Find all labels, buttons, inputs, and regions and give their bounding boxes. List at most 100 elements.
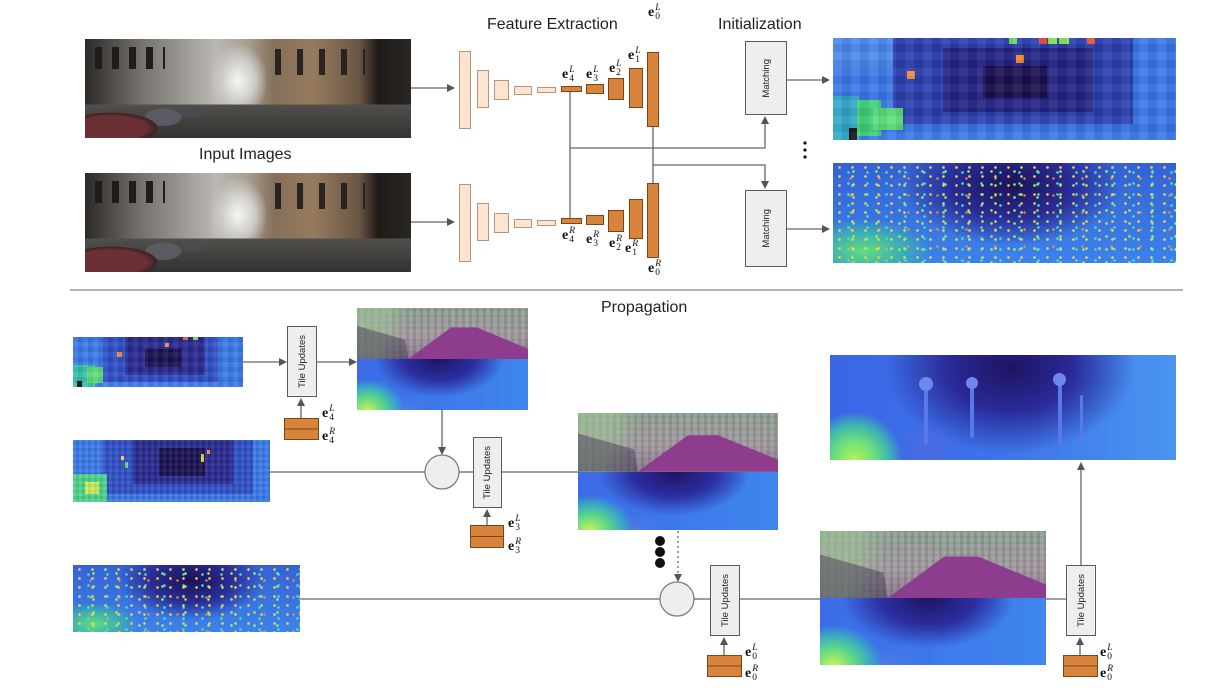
matching-box-fine: Matching bbox=[745, 190, 787, 267]
label-subscript: 3 bbox=[593, 74, 598, 84]
ellipsis-dot bbox=[803, 141, 807, 145]
tile-updates-label: Tile Updates bbox=[1075, 574, 1087, 627]
tile-updates-box-1: Tile Updates bbox=[287, 326, 317, 397]
label-base: e bbox=[508, 516, 515, 531]
label-subscript: 3 bbox=[515, 546, 520, 556]
label-superscript: R bbox=[1107, 664, 1114, 674]
label-subscript: 3 bbox=[515, 523, 520, 533]
label-superscript: L bbox=[616, 59, 622, 69]
label-superscript: R bbox=[655, 259, 662, 269]
label-base: e bbox=[628, 48, 635, 63]
arrowhead bbox=[761, 116, 769, 124]
label-base: e bbox=[586, 232, 593, 247]
label-subscript: 0 bbox=[655, 268, 660, 278]
tile-updates-label: Tile Updates bbox=[719, 574, 731, 627]
disparity-map-half bbox=[820, 598, 1046, 665]
label-base: e bbox=[508, 539, 515, 554]
feature-e2-left bbox=[608, 78, 624, 100]
label-superscript: L bbox=[752, 643, 758, 653]
label-base: e bbox=[745, 666, 752, 681]
encoder-layer-5 bbox=[537, 220, 556, 226]
pole-shape bbox=[924, 385, 928, 445]
feature-e3-left bbox=[586, 84, 604, 94]
encoder-layer-3 bbox=[494, 80, 509, 100]
arrowhead bbox=[1076, 637, 1084, 645]
feature-map-half bbox=[820, 531, 1046, 598]
tile-updates-box-4: Tile Updates bbox=[1066, 565, 1096, 636]
e4-to-matching-line bbox=[570, 123, 766, 149]
feature-e0-left bbox=[647, 52, 659, 127]
final-disparity-map bbox=[830, 355, 1176, 460]
label-superscript: R bbox=[752, 664, 759, 674]
merge-node-1 bbox=[424, 454, 460, 490]
encoder-layer-4 bbox=[514, 219, 532, 228]
tile-updates-label: Tile Updates bbox=[296, 335, 308, 388]
init-hypothesis-level-0 bbox=[73, 565, 300, 632]
arrowhead bbox=[822, 76, 830, 84]
disparity-map-half bbox=[357, 359, 528, 410]
label-subscript: 4 bbox=[329, 413, 334, 423]
init-hypothesis-level-4 bbox=[73, 337, 243, 387]
feature-e1-right bbox=[629, 199, 643, 239]
label-subscript: 0 bbox=[1107, 673, 1112, 683]
label-base: e bbox=[1100, 645, 1107, 660]
vertical-ellipsis bbox=[803, 141, 807, 159]
label-base: e bbox=[562, 67, 569, 82]
arrowhead bbox=[438, 447, 446, 455]
input-images-label: Input Images bbox=[199, 146, 292, 163]
sign-shape bbox=[1053, 373, 1066, 386]
propagation-title: Propagation bbox=[601, 299, 688, 316]
propagated-output-level-0 bbox=[820, 531, 1046, 665]
label-subscript: 4 bbox=[569, 74, 574, 84]
feature-pair-bar-4 bbox=[1063, 655, 1098, 677]
arrowhead bbox=[447, 218, 455, 226]
pole-shape bbox=[1058, 381, 1062, 445]
label-superscript: R bbox=[515, 537, 522, 547]
label-subscript: 2 bbox=[616, 243, 621, 253]
label-subscript: 0 bbox=[1107, 652, 1112, 662]
pole-shape bbox=[1080, 395, 1083, 445]
tile-updates-label: Tile Updates bbox=[482, 446, 493, 499]
label-superscript: L bbox=[635, 46, 641, 56]
label-superscript: L bbox=[655, 3, 661, 13]
label-superscript: R bbox=[593, 230, 600, 240]
label-subscript: 0 bbox=[752, 673, 757, 683]
encoder-layer-3 bbox=[494, 213, 509, 233]
arrowhead bbox=[297, 398, 305, 406]
arrowhead bbox=[349, 358, 357, 366]
label-superscript: L bbox=[515, 514, 521, 524]
label-base: e bbox=[586, 67, 593, 82]
label-base: e bbox=[1100, 666, 1107, 681]
sign-shape bbox=[919, 377, 933, 391]
encoder-layer-5 bbox=[537, 87, 556, 93]
arrowhead bbox=[279, 358, 287, 366]
label-superscript: R bbox=[569, 226, 576, 236]
label-subscript: 4 bbox=[329, 436, 334, 446]
label-subscript: 0 bbox=[655, 12, 660, 22]
disparity-map-half bbox=[578, 471, 778, 530]
initial-disparity-fine bbox=[833, 163, 1176, 263]
label-base: e bbox=[322, 406, 329, 421]
arrowhead bbox=[447, 84, 455, 92]
